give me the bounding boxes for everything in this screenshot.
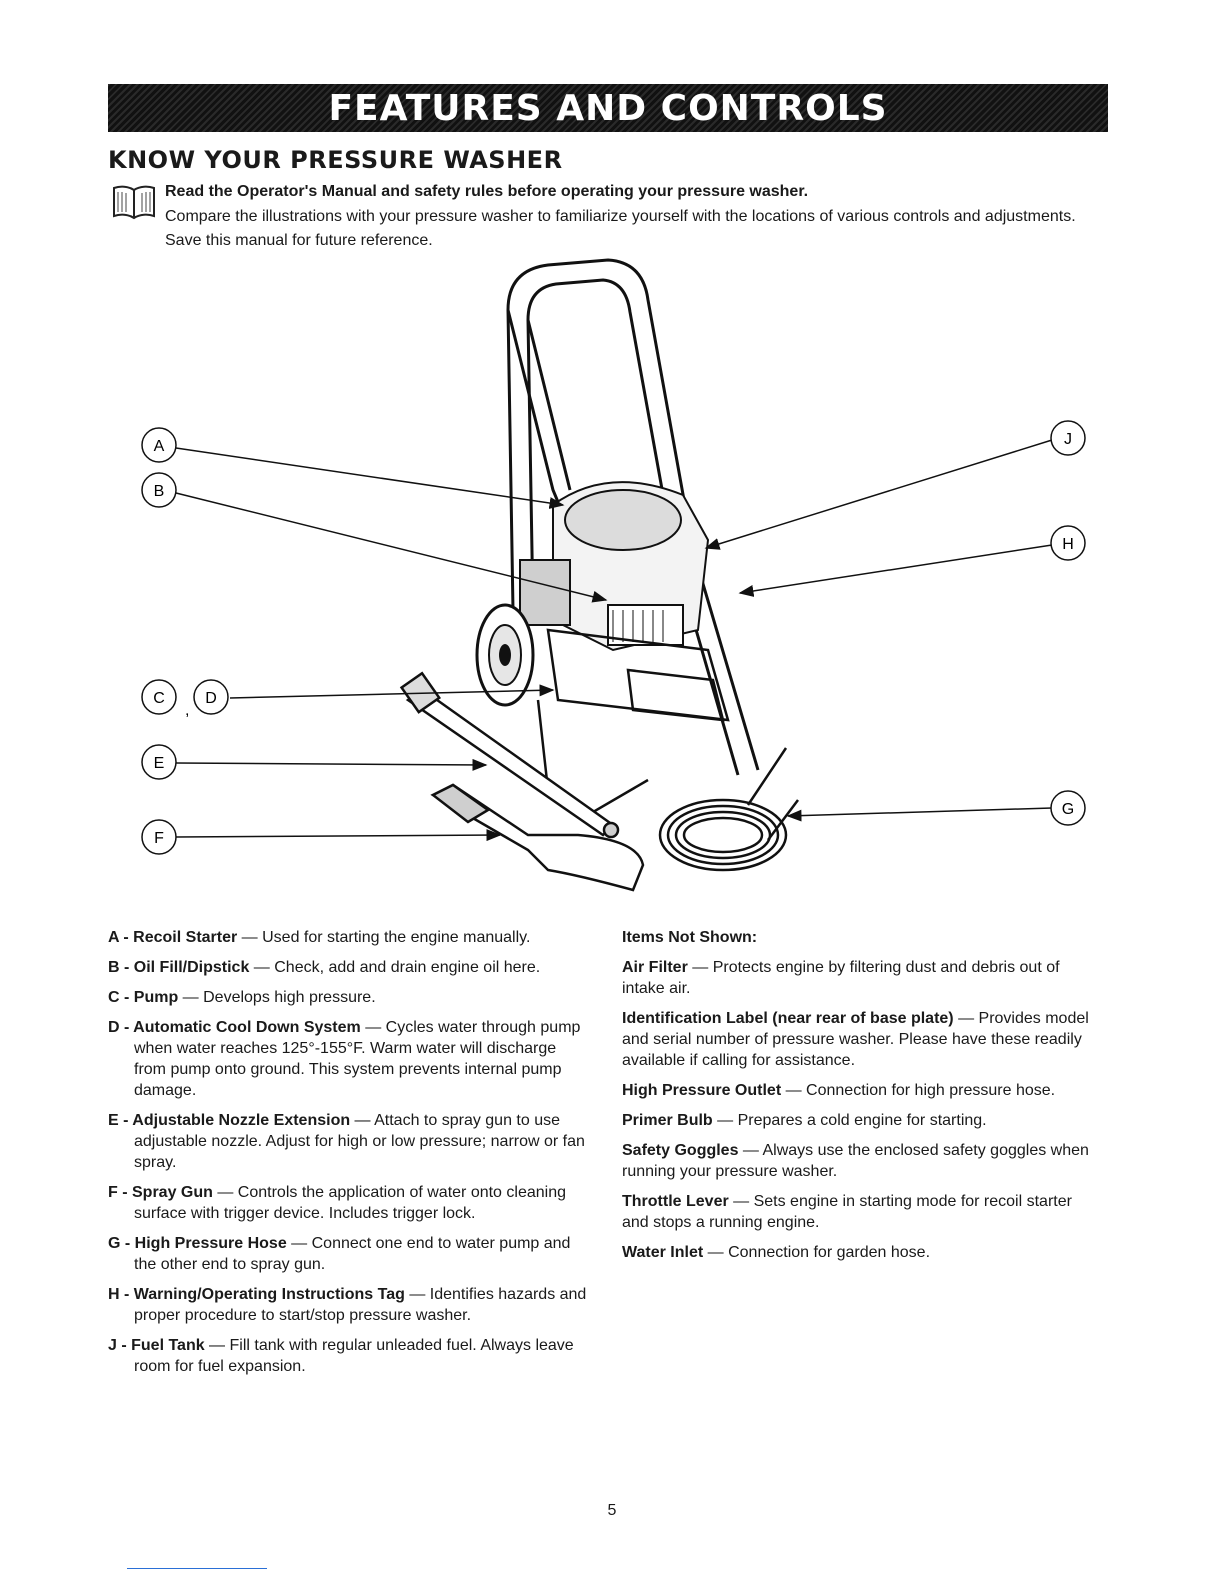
feature-key: D - Automatic Cool Down System: [108, 1019, 361, 1036]
feature-item-c: C - Pump — Develops high pressure.: [108, 987, 588, 1008]
item-key: Identification Label (near rear of base …: [622, 1010, 954, 1027]
feature-key: F - Spray Gun: [108, 1184, 213, 1201]
washer-engine: [519, 481, 710, 652]
feature-desc: — Controls the application of water onto…: [134, 1184, 566, 1222]
item-key: High Pressure Outlet: [622, 1082, 782, 1099]
feature-desc: — Fill tank with regular unleaded fuel. …: [134, 1337, 574, 1375]
callout-f: F: [141, 819, 177, 855]
item-key: Throttle Lever: [622, 1193, 729, 1210]
feature-desc: — Used for starting the engine manually.: [237, 929, 531, 946]
not-shown-item: Throttle Lever — Sets engine in starting…: [622, 1191, 1102, 1233]
item-key: Safety Goggles: [622, 1142, 739, 1159]
feature-desc: — Identifies hazards and proper procedur…: [134, 1286, 587, 1324]
feature-desc: — Check, add and drain engine oil here.: [249, 959, 541, 976]
feature-key: A - Recoil Starter: [108, 929, 238, 946]
features-list: A - Recoil Starter — Used for starting t…: [108, 927, 588, 1386]
callout-f-label: F: [154, 830, 164, 847]
item-desc: — Sets engine in starting mode for recoi…: [622, 1193, 1072, 1231]
intro-text: Compare the illustrations with your pres…: [165, 208, 1076, 249]
washer-base: [536, 628, 730, 817]
item-key: Primer Bulb: [622, 1112, 713, 1129]
feature-item-a: A - Recoil Starter — Used for starting t…: [108, 927, 588, 948]
callout-a-label: A: [154, 438, 165, 455]
feature-item-e: E - Adjustable Nozzle Extension — Attach…: [108, 1110, 588, 1173]
callout-g-label: G: [1062, 801, 1074, 818]
callout-d: D: [193, 679, 229, 715]
footer-line: [127, 1568, 267, 1569]
item-desc: — Always use the enclosed safety goggles…: [622, 1142, 1089, 1180]
callout-h: H: [1050, 525, 1086, 561]
intro-warning: Read the Operator's Manual and safety ru…: [165, 183, 809, 200]
pressure-washer-diagram: A B C , D E F G H J: [141, 258, 1086, 892]
item-key: Air Filter: [622, 959, 688, 976]
item-desc: — Connection for garden hose.: [703, 1244, 931, 1261]
callout-c-label: C: [153, 690, 165, 707]
items-not-shown-heading: Items Not Shown:: [622, 929, 758, 946]
callout-c: C: [141, 679, 177, 715]
callout-e: E: [141, 744, 177, 780]
item-desc: — Connection for high pressure hose.: [781, 1082, 1056, 1099]
section-heading: KNOW YOUR PRESSURE WASHER: [108, 146, 563, 174]
feature-key: C - Pump: [108, 989, 179, 1006]
item-desc: — Protects engine by filtering dust and …: [622, 959, 1060, 997]
not-shown-item: Air Filter — Protects engine by filterin…: [622, 957, 1102, 999]
items-not-shown-list: Items Not Shown: Air Filter — Protects e…: [622, 927, 1102, 1272]
high-pressure-hose: [658, 747, 799, 872]
item-key: Water Inlet: [622, 1244, 704, 1261]
feature-desc: — Cycles water through pump when water r…: [134, 1019, 581, 1099]
feature-desc: — Attach to spray gun to use adjustable …: [134, 1112, 585, 1171]
callout-e-label: E: [154, 755, 165, 772]
not-shown-item: Primer Bulb — Prepares a cold engine for…: [622, 1110, 1102, 1131]
item-desc: — Prepares a cold engine for starting.: [712, 1112, 987, 1129]
callout-a: A: [141, 427, 177, 463]
not-shown-item: Water Inlet — Connection for garden hose…: [622, 1242, 1102, 1263]
feature-key: E - Adjustable Nozzle Extension: [108, 1112, 351, 1129]
feature-item-j: J - Fuel Tank — Fill tank with regular u…: [108, 1335, 588, 1377]
feature-item-b: B - Oil Fill/Dipstick — Check, add and d…: [108, 957, 588, 978]
not-shown-item: High Pressure Outlet — Connection for hi…: [622, 1080, 1102, 1101]
feature-desc: — Develops high pressure.: [178, 989, 376, 1006]
feature-item-g: G - High Pressure Hose — Connect one end…: [108, 1233, 588, 1275]
banner-title: FEATURES AND CONTROLS: [328, 88, 888, 129]
callout-b-label: B: [154, 483, 165, 500]
washer-wheel: [475, 603, 535, 707]
feature-key: H - Warning/Operating Instructions Tag: [108, 1286, 405, 1303]
feature-item-f: F - Spray Gun — Controls the application…: [108, 1182, 588, 1224]
callout-j: J: [1050, 420, 1086, 456]
feature-item-h: H - Warning/Operating Instructions Tag —…: [108, 1284, 588, 1326]
page-number: 5: [607, 1502, 617, 1519]
not-shown-item: Identification Label (near rear of base …: [622, 1008, 1102, 1071]
feature-key: J - Fuel Tank: [108, 1337, 205, 1354]
not-shown-item: Safety Goggles — Always use the enclosed…: [622, 1140, 1102, 1182]
feature-desc: — Connect one end to water pump and the …: [134, 1235, 571, 1273]
title-banner: FEATURES AND CONTROLS: [108, 84, 1108, 132]
callout-d-label: D: [205, 690, 217, 707]
feature-item-d: D - Automatic Cool Down System — Cycles …: [108, 1017, 588, 1101]
callout-separator: ,: [185, 702, 189, 719]
callout-lines: [175, 439, 1053, 842]
callout-g: G: [1050, 790, 1086, 826]
item-desc: — Provides model and serial number of pr…: [622, 1010, 1089, 1069]
spray-gun: [430, 783, 645, 892]
callout-j-label: J: [1064, 431, 1072, 448]
feature-key: B - Oil Fill/Dipstick: [108, 959, 250, 976]
feature-key: G - High Pressure Hose: [108, 1235, 287, 1252]
manual-book-icon: [113, 185, 155, 220]
callout-h-label: H: [1062, 536, 1074, 553]
callout-b: B: [141, 472, 177, 508]
